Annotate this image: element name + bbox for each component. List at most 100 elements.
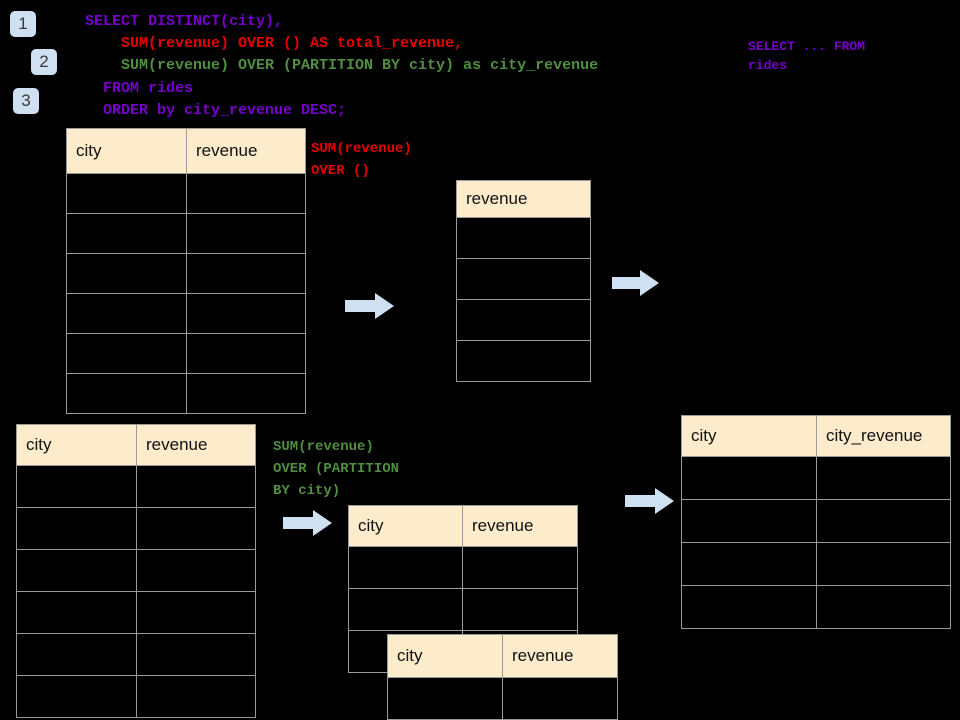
table-row (16, 591, 256, 634)
table-cell (348, 588, 463, 631)
table-cell (16, 507, 137, 550)
query-line-total-revenue: SUM(revenue) OVER () AS total_revenue, (85, 35, 464, 52)
table-cell (66, 173, 187, 214)
table-row (16, 633, 256, 676)
column-header-city: city (66, 128, 187, 174)
table-cell (136, 591, 256, 634)
table-cell (456, 299, 591, 341)
table-cell (186, 373, 306, 414)
table-total-revenue: revenue (456, 180, 591, 382)
table-cell (681, 542, 817, 586)
table-cell (16, 465, 137, 508)
column-header-revenue: revenue (186, 128, 306, 174)
column-header-revenue: revenue (136, 424, 256, 466)
table-cell (816, 585, 951, 629)
table-cell (136, 633, 256, 676)
table-row (16, 675, 256, 718)
table-cell (816, 542, 951, 586)
table-cell (456, 258, 591, 300)
table-cell (16, 675, 137, 718)
annotation-total-revenue: SUM(revenue) OVER () (311, 141, 412, 179)
table-row (456, 217, 591, 259)
table-row (681, 585, 951, 629)
table-cell (502, 677, 618, 720)
table-header-row: city revenue (66, 128, 306, 174)
table-row (348, 588, 578, 631)
table-cell (16, 591, 137, 634)
table-cell (186, 253, 306, 294)
table-row (348, 546, 578, 589)
table-row (66, 213, 306, 254)
table-row (681, 456, 951, 500)
table-cell (816, 499, 951, 543)
step-badge-2[interactable]: 2 (31, 49, 57, 75)
column-header-city: city (16, 424, 137, 466)
side-note-line-1: SELECT ... FROM (748, 39, 866, 54)
table-partition-b: city revenue (387, 634, 618, 720)
table-row (387, 677, 618, 720)
table-cell (66, 293, 187, 334)
table-cell (186, 173, 306, 214)
table-cell (186, 213, 306, 254)
arrow-partition-to-result-icon (625, 488, 674, 514)
query-line-city-revenue: SUM(revenue) OVER (PARTITION BY city) as… (85, 57, 599, 74)
table-header-row: revenue (456, 180, 591, 218)
table-cell (66, 213, 187, 254)
table-row (66, 373, 306, 414)
arrow-source-to-total-icon (345, 293, 394, 319)
column-header-city: city (681, 415, 817, 457)
table-header-row: city revenue (387, 634, 618, 678)
table-cell (456, 217, 591, 259)
table-cell (462, 588, 578, 631)
table-row (456, 299, 591, 341)
table-cell (456, 340, 591, 382)
table-cell (681, 499, 817, 543)
table-header-row: city revenue (348, 505, 578, 547)
table-cell (16, 549, 137, 592)
table-cell (186, 333, 306, 374)
column-header-city: city (387, 634, 503, 678)
arrow-source-to-partition-icon (283, 510, 332, 536)
table-row (16, 507, 256, 550)
column-header-revenue: revenue (456, 180, 591, 218)
step-badge-3[interactable]: 3 (13, 88, 39, 114)
table-header-row: city revenue (16, 424, 256, 466)
column-header-city: city (348, 505, 463, 547)
table-row (681, 542, 951, 586)
table-cell (136, 507, 256, 550)
table-cell (136, 465, 256, 508)
table-cell (816, 456, 951, 500)
table-row (681, 499, 951, 543)
query-line-from: FROM rides (85, 80, 194, 97)
table-source-top: city revenue (66, 128, 306, 414)
arrow-total-to-result-icon (612, 270, 659, 296)
column-header-revenue: revenue (502, 634, 618, 678)
table-source-bottom: city revenue (16, 424, 256, 718)
table-cell (681, 456, 817, 500)
column-header-revenue: revenue (462, 505, 578, 547)
table-cell (186, 293, 306, 334)
table-row (16, 465, 256, 508)
side-note-line-2: rides (748, 58, 788, 73)
table-cell (66, 333, 187, 374)
table-cell (66, 373, 187, 414)
table-cell (136, 675, 256, 718)
table-cell (681, 585, 817, 629)
table-cell (462, 546, 578, 589)
table-row (66, 293, 306, 334)
query-line-order-by: ORDER by city_revenue DESC; (85, 102, 347, 119)
table-row (66, 173, 306, 214)
table-cell (387, 677, 503, 720)
table-header-row: city city_revenue (681, 415, 951, 457)
step-badge-1[interactable]: 1 (10, 11, 36, 37)
table-row (66, 333, 306, 374)
table-row (16, 549, 256, 592)
table-row (66, 253, 306, 294)
table-cell (136, 549, 256, 592)
column-header-city-revenue: city_revenue (816, 415, 951, 457)
table-row (456, 258, 591, 300)
table-row (456, 340, 591, 382)
annotation-city-revenue: SUM(revenue) OVER (PARTITION BY city) (273, 439, 400, 499)
table-cell (16, 633, 137, 676)
